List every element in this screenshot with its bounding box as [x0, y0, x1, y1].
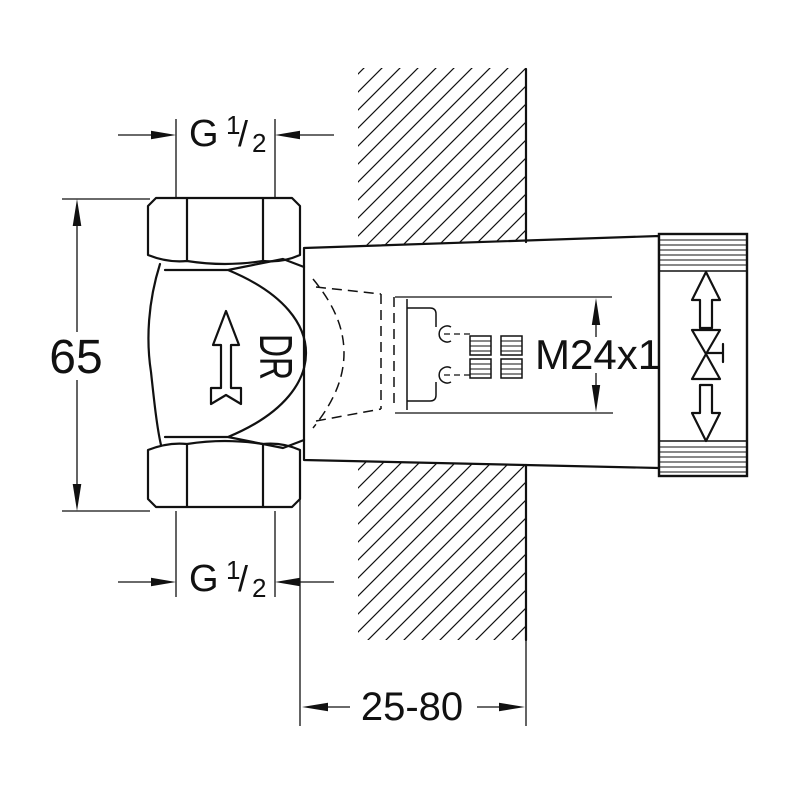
dimension-arrow: [591, 385, 601, 412]
valve-body: DR: [146, 196, 308, 509]
dimension-arrow: [302, 702, 328, 712]
spindle-thread-value: M24x1: [535, 331, 661, 378]
bottom-hex-facets: [185, 443, 265, 508]
cartridge-outline: [406, 299, 437, 410]
dimension-arrow: [275, 577, 300, 587]
protection-cap: [657, 232, 749, 478]
hidden-cartridge-edges: [315, 286, 395, 422]
body-height-value: 65: [49, 331, 102, 384]
top-hex-facets: [185, 197, 265, 262]
dimension-arrow: [72, 199, 82, 226]
flow-marking-label: DR: [250, 334, 302, 380]
dimension-arrow: [275, 130, 300, 140]
spindle-clips: [438, 325, 452, 384]
thread-hatching: [470, 340, 522, 375]
spindle-hidden-lines: [444, 333, 470, 376]
dimension-installation-depth: 25-80: [299, 461, 527, 729]
down-arrow-icon: [690, 383, 722, 443]
top-hex-nut: [146, 196, 302, 266]
bottom-hex-nut: [146, 439, 302, 509]
flow-direction-arrow-icon: [209, 309, 243, 406]
dimension-top-thread: G 1 / 2: [118, 110, 334, 197]
up-arrow-icon: [690, 270, 722, 330]
body-contour: [147, 257, 308, 450]
installation-depth-value: 25-80: [361, 685, 463, 729]
dimension-arrow: [151, 577, 176, 587]
top-thread-label: G 1 / 2: [189, 110, 266, 158]
knurl-band-edges: [659, 270, 747, 442]
spindle-thread-section: [469, 335, 523, 379]
dimension-arrow: [72, 484, 82, 511]
dimension-bottom-thread: G 1 / 2: [118, 511, 334, 603]
bottom-thread-label: G 1 / 2: [189, 555, 266, 603]
dimension-arrow: [591, 298, 601, 325]
valve-symbol-icon: [690, 328, 725, 381]
knurling-bottom: [659, 446, 747, 473]
hidden-body-bulge: [312, 278, 345, 429]
cartridge-hidden-detail: [312, 278, 523, 429]
dimension-arrow: [151, 130, 176, 140]
dimension-spindle-thread: M24x1: [395, 296, 661, 414]
dimension-body-height: 65: [49, 198, 150, 512]
dimension-arrow: [499, 702, 525, 712]
knurling-top: [659, 239, 747, 266]
